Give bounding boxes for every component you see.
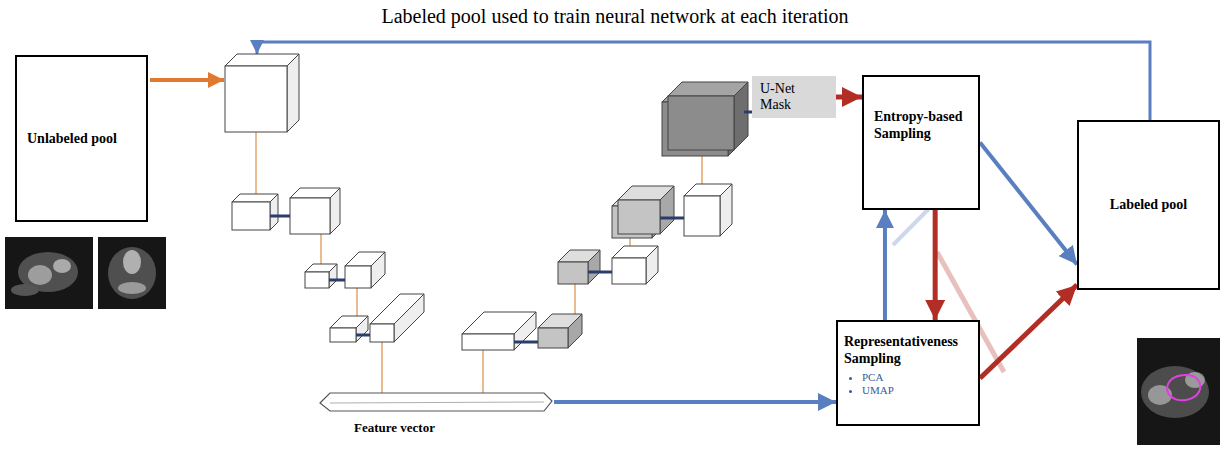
layer-link (329, 279, 345, 282)
node-label: Representativeness Sampling (844, 334, 972, 368)
block-front (668, 96, 734, 150)
block-side (660, 186, 674, 234)
layer-block (370, 294, 424, 342)
node-label: U-Net Mask (760, 81, 828, 113)
layer-block (612, 246, 658, 284)
block-front (538, 328, 568, 348)
layer-link (744, 111, 752, 114)
layer-block (462, 312, 536, 350)
skip-wire (320, 234, 322, 268)
mri-labeled (1137, 338, 1220, 445)
block-front (558, 262, 588, 284)
flow-arrow (836, 95, 862, 100)
layer-block (232, 194, 278, 230)
block-front (462, 334, 514, 350)
block-top (225, 54, 299, 66)
input-arrow (150, 78, 224, 82)
flow-arrow (980, 143, 1077, 265)
block-front (330, 328, 356, 342)
skip-wire (255, 132, 257, 202)
diagram-title: Labeled pool used to train neural networ… (200, 5, 1030, 28)
flow-arrow (554, 400, 836, 404)
layer-block (618, 186, 674, 234)
block-front (305, 272, 329, 288)
mri-thumbnail (5, 237, 93, 309)
block-front (232, 202, 270, 230)
block-side (514, 312, 536, 350)
feature-vector-outline (320, 393, 552, 411)
layer-block (668, 82, 748, 150)
layer-block (345, 252, 385, 288)
block-front (345, 266, 371, 288)
block-side (371, 252, 385, 288)
block-front (612, 258, 646, 284)
flow-arrow (980, 285, 1077, 378)
layer-link (514, 341, 538, 344)
block-side (588, 250, 600, 284)
layer-block (290, 188, 340, 234)
layer-block (558, 250, 600, 284)
node-label: Labeled pool (1110, 197, 1187, 213)
block-front (225, 66, 287, 132)
feature-vector: Feature vector (318, 390, 554, 438)
block-front (290, 198, 330, 234)
process-box: Representativeness SamplingPCAUMAP (836, 320, 980, 426)
block-front (370, 324, 394, 342)
layer-link (588, 271, 612, 274)
layer-block (330, 316, 368, 342)
block-side (356, 316, 368, 342)
process-box: Entropy-based Sampling (862, 75, 980, 210)
feature-vector-edge (330, 402, 544, 403)
layer-block (538, 314, 582, 348)
block-side (734, 82, 748, 150)
block-side (646, 246, 658, 284)
layer-block (684, 184, 732, 236)
block-side (394, 294, 424, 342)
block-side (329, 264, 337, 288)
layer-link (270, 215, 290, 218)
feature-vector-shape (318, 390, 554, 414)
layer-link (660, 217, 684, 220)
node-label: Unlabeled pool (27, 131, 117, 147)
mri-thumbnail (98, 237, 166, 309)
skip-wire (381, 342, 383, 394)
node-label: Entropy-based Sampling (874, 109, 972, 143)
bullet-item: UMAP (862, 384, 972, 398)
block-side (720, 184, 732, 236)
bullet-item: PCA (862, 371, 972, 385)
block-side (287, 54, 299, 132)
layer-block (662, 88, 742, 156)
output-box: U-Net Mask (752, 76, 836, 118)
block-side (330, 188, 340, 234)
pool-box: Unlabeled pool (15, 55, 148, 222)
flow-arrow (933, 210, 938, 320)
block-front (684, 196, 720, 236)
block-side (270, 194, 278, 230)
layer-block (305, 264, 337, 288)
layer-block (225, 54, 299, 132)
flow-arrow (883, 210, 887, 320)
pool-box: Labeled pool (1077, 120, 1220, 290)
node-label: Feature vector (318, 420, 554, 436)
bullet-list: PCAUMAP (844, 371, 972, 399)
block-side (568, 314, 582, 348)
block-front (618, 200, 660, 234)
layer-link (356, 334, 370, 337)
